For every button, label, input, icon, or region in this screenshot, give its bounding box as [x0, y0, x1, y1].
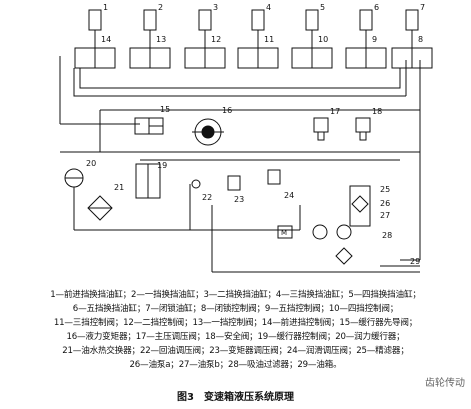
- label-22: 22: [202, 193, 212, 202]
- cylinder-label: 4: [266, 3, 271, 12]
- figure-caption: 图3 变速箱液压系统原理: [177, 392, 294, 403]
- control-valve: [391, 47, 433, 69]
- valve-label: 12: [211, 35, 221, 44]
- control-valve: [184, 47, 226, 69]
- label-20: 20: [86, 159, 96, 168]
- legend-line: 1—前进挡换挡油缸；2—一挡换挡油缸；3—二挡换挡油缸；4—三挡换挡油缸；5—四…: [50, 290, 421, 300]
- label-26: 26: [380, 199, 390, 208]
- shift-cylinder: [305, 9, 319, 48]
- suction-filter: [335, 247, 353, 265]
- valve-label: 10: [318, 35, 328, 44]
- converter-pressure-valve: [227, 175, 241, 191]
- shift-cylinder: [359, 9, 373, 48]
- label-23: 23: [234, 195, 244, 204]
- lower-lines: [73, 184, 420, 273]
- hydraulic-retarder: [64, 168, 84, 188]
- lube-pressure-valve: [267, 169, 281, 185]
- label-25: 25: [380, 185, 390, 194]
- control-valves: 14 13 12 11 10 9 8: [74, 35, 433, 69]
- label-19: 19: [157, 161, 167, 170]
- cylinder-label: 5: [320, 3, 325, 12]
- main-pressure-lines: [59, 56, 421, 261]
- shift-cylinder: [143, 9, 157, 48]
- control-valve: [291, 47, 333, 69]
- legend-line: 6—五挡换挡油缸；7—闭锁油缸；8—闭锁控制阀；9—五挡控制阀；10—四挡控制阀…: [72, 304, 399, 314]
- cylinder-label: 1: [103, 3, 108, 12]
- valve-label: 13: [156, 35, 166, 44]
- retarder-pilot-valve: [134, 117, 164, 135]
- shift-cylinder: [405, 9, 419, 48]
- label-18: 18: [372, 107, 382, 116]
- shift-cylinder: [88, 9, 102, 48]
- oil-pump-b: [336, 224, 352, 240]
- label-17: 17: [330, 107, 340, 116]
- motor-box: [277, 225, 293, 239]
- safety-valve: [355, 117, 371, 141]
- cylinder-label: 3: [213, 3, 218, 12]
- legend-line: 26—油泵a；27—油泵b；28—吸油过滤器；29—油箱。: [129, 360, 342, 370]
- main-pressure-regulator: [313, 117, 329, 141]
- valve-label: 14: [101, 35, 111, 44]
- legend-line: 11—三挡控制阀；12—二挡控制阀；13—一挡控制阀；14—前进挡控制阀；15—…: [53, 318, 418, 328]
- control-valve: [237, 47, 279, 69]
- valve-label: 8: [418, 35, 423, 44]
- legend-line: 21—油水热交换器；22—回油调压阀；23—变矩器调压阀；24—润滑调压阀；25…: [62, 346, 409, 356]
- return-lines: [60, 109, 420, 161]
- label-29: 29: [410, 257, 420, 266]
- fine-filter: [349, 185, 371, 227]
- retarder-control-valve: [135, 163, 161, 199]
- label-24: 24: [284, 191, 294, 200]
- shift-cylinder: [198, 9, 212, 48]
- control-valve: [129, 47, 171, 69]
- valve-label: 11: [264, 35, 274, 44]
- return-pressure-valve: [191, 179, 201, 189]
- shift-cylinder: [251, 9, 265, 48]
- torque-converter: [192, 118, 224, 146]
- oil-water-heat-exchanger: [87, 195, 113, 221]
- control-valve: [345, 47, 387, 69]
- oil-pump-a: [312, 224, 328, 240]
- legend-line: 16—液力变矩器；17—主压调压阀；18—安全阀；19—缓行器控制阀；20—润力…: [66, 332, 405, 342]
- cylinder-label: 2: [158, 3, 163, 12]
- control-valve: [74, 47, 116, 69]
- label-28: 28: [382, 231, 392, 240]
- valve-label: 9: [372, 35, 377, 44]
- watermark: 齿轮传动: [425, 378, 465, 389]
- label-21: 21: [114, 183, 124, 192]
- motor-label: M: [281, 229, 287, 237]
- label-27: 27: [380, 211, 390, 220]
- cylinder-label: 6: [374, 3, 379, 12]
- cylinder-label: 7: [420, 3, 425, 12]
